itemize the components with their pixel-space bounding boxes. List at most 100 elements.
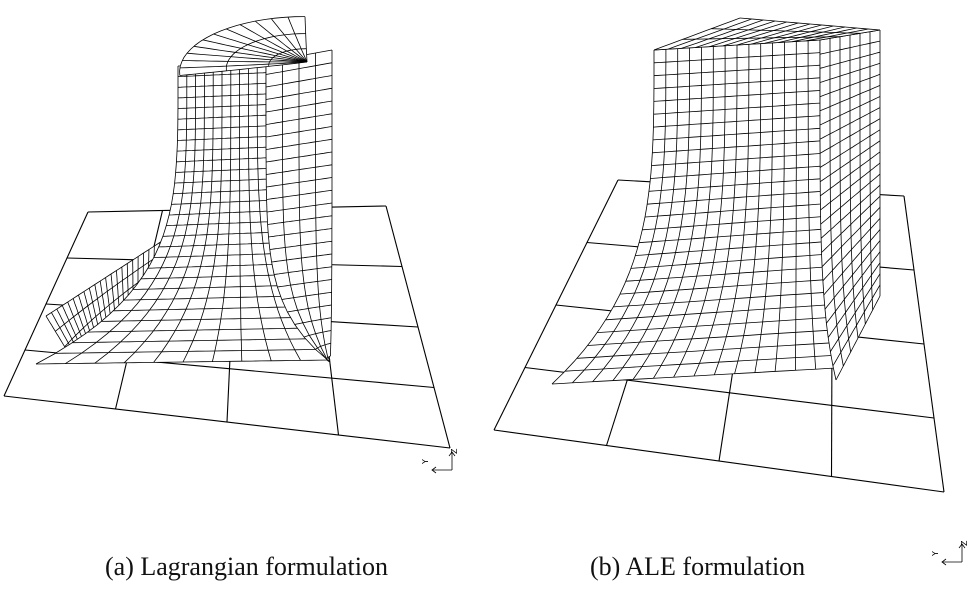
caption-panel-b: (b) ALE formulation [590,552,806,581]
column-mesh-line [653,52,821,64]
column-side-mesh-line [820,173,881,225]
top-cap-mesh-line [711,28,861,34]
column-mesh-line [619,279,826,295]
column-mesh-line [605,304,828,321]
column-side-mesh-line [266,189,333,200]
fan-mesh-line [94,284,104,327]
column-mesh-line [175,168,268,173]
column-mesh-line [651,153,821,166]
panel-b-axis-y-label: Y [931,551,940,557]
column-mesh-line [153,253,277,258]
fan-mesh-line [116,270,120,312]
top-cap-mesh-line [193,45,308,63]
column-side-mesh-line [266,177,333,188]
column-face [36,62,330,364]
column-side-mesh-line [832,284,881,367]
fan-mesh-line [110,273,116,316]
column-mesh-line [587,329,831,346]
top-cap-mesh-line [736,23,811,46]
fan-mesh-line [45,231,177,317]
top-cap-mesh-line [653,39,821,51]
column-mesh-line [72,338,314,344]
panel-a-lagrangian-mesh: YZ [3,16,459,474]
column-side-mesh-line [287,304,332,313]
panel-a-axis-y-arrow [431,466,437,474]
column-side-mesh-line [821,207,881,267]
top-cap-mesh-line [667,18,752,50]
fan-mesh-line [105,277,112,319]
panel-a-axis-y-label: Y [421,459,430,465]
column-mesh-line [653,64,821,77]
column-mesh-line [639,228,823,244]
column-mesh-line [35,359,331,365]
column-mesh-line [162,231,273,237]
top-cap-mesh-line [806,28,869,42]
column-mesh-line [565,355,834,372]
column-side-mesh-line [835,295,881,381]
column-side-mesh-line [819,107,881,140]
column-mesh-line [177,72,267,77]
base-plate-grid [3,395,451,449]
column-mesh-line [169,210,271,216]
top-cap-mesh-line [792,27,857,43]
column-side-mesh-line [265,100,333,113]
fan-mesh-line [99,280,108,323]
column-side-mesh-line [823,229,881,296]
column-side-mesh-line [266,151,333,163]
column-mesh-line [177,136,267,141]
top-cap-mesh-line [304,16,308,63]
column-mesh-line [173,189,269,195]
column-side-mesh-line [819,118,881,154]
column-side-mesh-line [819,73,881,98]
column-mesh-line [551,367,837,385]
column-side-mesh-line [819,140,881,183]
column-mesh-line [635,241,823,256]
top-cap-mesh-line [213,33,308,63]
panel-a-axis-z-label: Z [450,448,459,454]
column-side-mesh-line [315,342,331,350]
top-cap-mesh-line [270,18,308,63]
column-mesh-line [177,82,267,88]
column-side-mesh-line [265,113,333,125]
column-mesh-line [113,306,296,312]
column-side-mesh-line [266,164,333,175]
column-side-mesh-line [266,202,333,213]
column-side-mesh-line [819,96,881,126]
column-mesh-line [166,221,272,226]
top-cap-mesh-line [254,20,308,63]
top-cap-mesh-line [695,20,776,48]
column-mesh-line [55,349,322,354]
column-mesh-line [101,317,301,322]
top-cap-mesh-line [202,39,308,63]
column-mesh-line [644,203,822,218]
top-cap-mesh-line [653,17,741,51]
column-mesh-line [653,77,821,89]
column-side-mesh-line [267,215,333,225]
column-mesh-line [647,191,822,205]
column-mesh-line [576,342,833,359]
column-mesh-line [87,327,307,333]
column-mesh-line [597,317,829,333]
column-side-mesh-line [830,273,881,352]
column-side-mesh-line [294,317,332,325]
column-side-mesh-line [268,228,332,238]
column-mesh-line [176,157,267,163]
top-cap-mesh-line [723,22,799,47]
top-cap-mesh-line [225,28,308,63]
panel-b-axis-z-label: Z [960,540,969,546]
column-mesh-line [653,102,821,115]
column-mesh-line [613,291,827,308]
top-cap-mesh-line [682,36,841,40]
column-side-mesh-line [271,253,332,263]
column-mesh-line [174,178,268,184]
column-mesh-line [171,200,270,205]
column-side-mesh-line [281,291,332,300]
top-cap-mesh-line [239,24,308,63]
column-side-mesh-line [277,279,332,288]
top-cap-mesh-line [268,48,307,67]
column-mesh-line [123,295,291,301]
top-cap-mesh-line [739,17,881,31]
column-side-mesh-line [269,240,332,250]
